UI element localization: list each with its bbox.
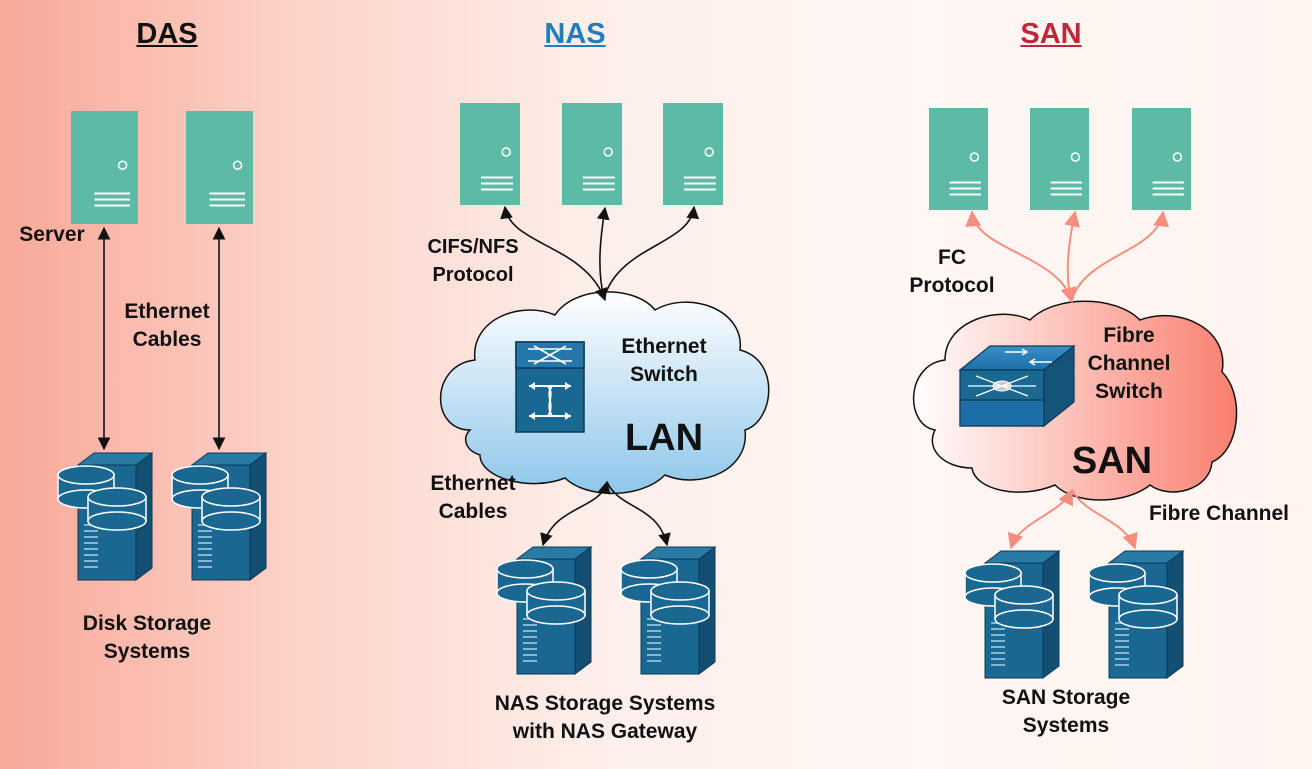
san-storage-label: SAN Storage Systems [1001,686,1131,737]
ethernet-switch-icon [515,341,585,433]
san-storage-link-1 [1007,488,1073,550]
nas-storage-2-disk-storage-icon [620,546,717,675]
san-server-1-server-icon [929,108,988,210]
san-protocol-label: FC Protocol [909,246,995,297]
san-switch-label: Fibre Channel Switch [1087,324,1171,403]
nas-server-2-server-icon [562,103,622,205]
fibre-channel-switch-icon [958,344,1076,428]
nas-storage-link-2 [606,481,671,547]
storage-layer [57,452,1185,679]
lan-cloud [439,291,770,495]
nas-storage-1-disk-storage-icon [496,546,593,675]
das-title: DAS [136,18,198,50]
servers-layer [71,103,1191,224]
nas-server-link-1 [500,205,608,302]
nas-title: NAS [544,18,606,50]
san-server-3-server-icon [1132,108,1191,210]
san-server-link-1 [965,210,1077,304]
das-storage-1-disk-storage-icon [57,452,154,581]
nas-server-link-3 [603,205,700,299]
das-cables-label: Ethernet Cables [124,300,210,351]
san-link-label: Fibre Channel [1148,502,1290,525]
nas-network-label: LAN [624,417,704,459]
san-title: SAN [1020,18,1082,50]
nas-server-link-2 [596,206,610,299]
san-server-link-2 [1064,210,1080,301]
nas-server-1-server-icon [460,103,520,205]
nas-cables-label: Ethernet Cables [430,472,516,523]
san-storage-2-disk-storage-icon [1088,550,1185,679]
nas-protocol-label: CIFS/NFS Protocol [427,236,519,286]
nas-storage-label: NAS Storage Systems with NAS Gateway [494,692,716,743]
san-server-2-server-icon [1030,108,1089,210]
nas-switch-label: Ethernet Switch [621,335,707,386]
san-network-label: SAN [1071,440,1153,482]
nas-server-3-server-icon [663,103,723,205]
san-server-link-3 [1071,210,1170,301]
das-storage-2-disk-storage-icon [171,452,268,581]
das-storage-label: Disk Storage Systems [82,612,212,663]
san-storage-1-disk-storage-icon [964,550,1061,679]
das-server-1-server-icon [71,111,138,224]
san-storage-link-2 [1071,489,1138,550]
das-server-2-server-icon [186,111,253,224]
das-server-label: Server [19,223,85,246]
nas-storage-link-1 [540,480,611,547]
